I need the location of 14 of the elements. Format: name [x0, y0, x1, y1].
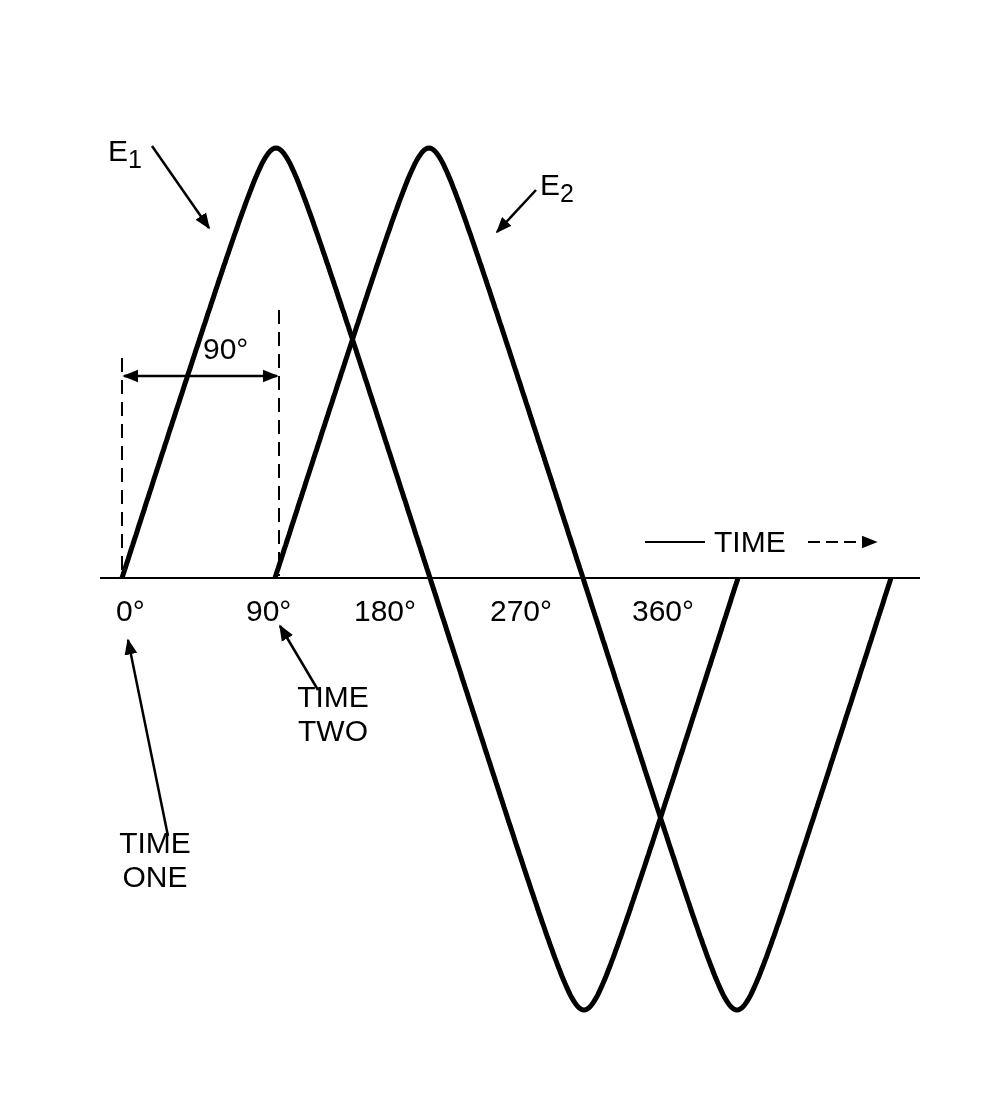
- callout-label: E$_{1}$: [108, 134, 142, 176]
- dimension-label: 90°: [203, 332, 249, 366]
- leader-line: [495, 189, 537, 234]
- leader-line: [150, 145, 211, 230]
- callout-label: TIME ONE: [100, 826, 210, 894]
- axis-title: TIME: [714, 525, 786, 559]
- tick-label: 270°: [490, 594, 553, 628]
- tick-label: 0°: [116, 594, 145, 628]
- leader-line: [278, 624, 320, 691]
- callout-label: E$_{2}$: [540, 168, 574, 210]
- tick-label: 360°: [632, 594, 695, 628]
- tick-label: 90°: [246, 594, 292, 628]
- tick-label: 180°: [354, 594, 417, 628]
- callout-label: TIME TWO: [278, 680, 388, 748]
